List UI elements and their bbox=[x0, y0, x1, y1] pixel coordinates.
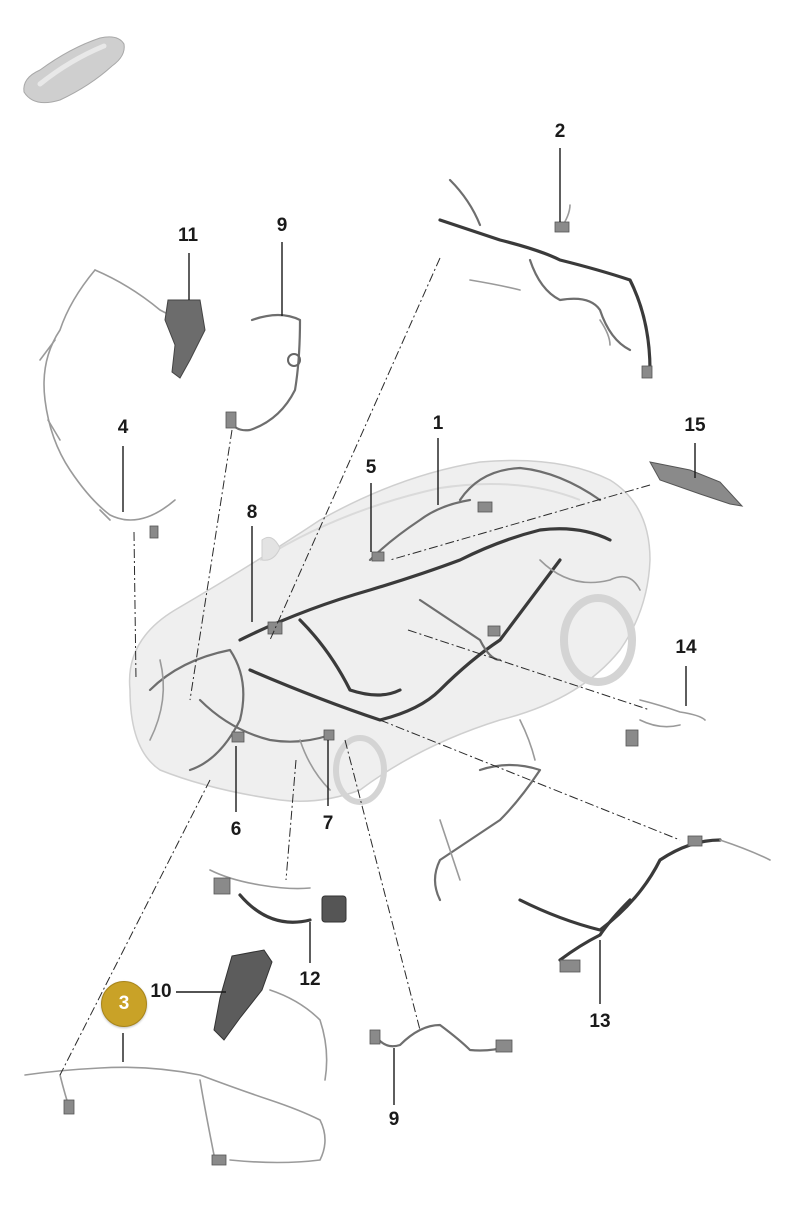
assembly-dash-lines bbox=[59, 257, 681, 1076]
harness-part-11 bbox=[94, 269, 206, 379]
leader-lines bbox=[122, 148, 696, 1105]
harness-part-9-lower bbox=[369, 1023, 513, 1053]
callout-9-lower[interactable]: 9 bbox=[388, 1109, 400, 1130]
callout-10[interactable]: 10 bbox=[150, 981, 172, 1002]
callout-12[interactable]: 12 bbox=[299, 969, 321, 990]
callout-14[interactable]: 14 bbox=[675, 637, 697, 658]
harness-part-12 bbox=[209, 869, 347, 924]
harness-part-13 bbox=[433, 719, 771, 973]
callout-13[interactable]: 13 bbox=[589, 1011, 611, 1032]
harness-part-4 bbox=[39, 269, 176, 539]
harness-part-3 bbox=[24, 989, 328, 1166]
car-silhouette-icon bbox=[23, 36, 125, 104]
harness-part-14 bbox=[625, 699, 706, 747]
bracket-part-10 bbox=[213, 949, 273, 1041]
callout-2[interactable]: 2 bbox=[554, 121, 566, 142]
vehicle-body-outline bbox=[128, 459, 651, 805]
harness-part-9-upper bbox=[225, 313, 302, 432]
callout-7[interactable]: 7 bbox=[322, 813, 334, 834]
harness-part-2 bbox=[438, 178, 653, 379]
main-harness-assembly bbox=[148, 466, 641, 791]
bracket-part-15 bbox=[649, 461, 744, 507]
callout-8[interactable]: 8 bbox=[246, 502, 258, 523]
callout-5[interactable]: 5 bbox=[365, 457, 377, 478]
callout-4[interactable]: 4 bbox=[117, 417, 129, 438]
callout-3-highlighted[interactable]: 3 bbox=[101, 981, 147, 1027]
callout-9-upper[interactable]: 9 bbox=[276, 215, 288, 236]
callout-15[interactable]: 15 bbox=[684, 415, 706, 436]
callout-6[interactable]: 6 bbox=[230, 819, 242, 840]
callout-1[interactable]: 1 bbox=[432, 413, 444, 434]
callout-11[interactable]: 11 bbox=[177, 225, 199, 246]
